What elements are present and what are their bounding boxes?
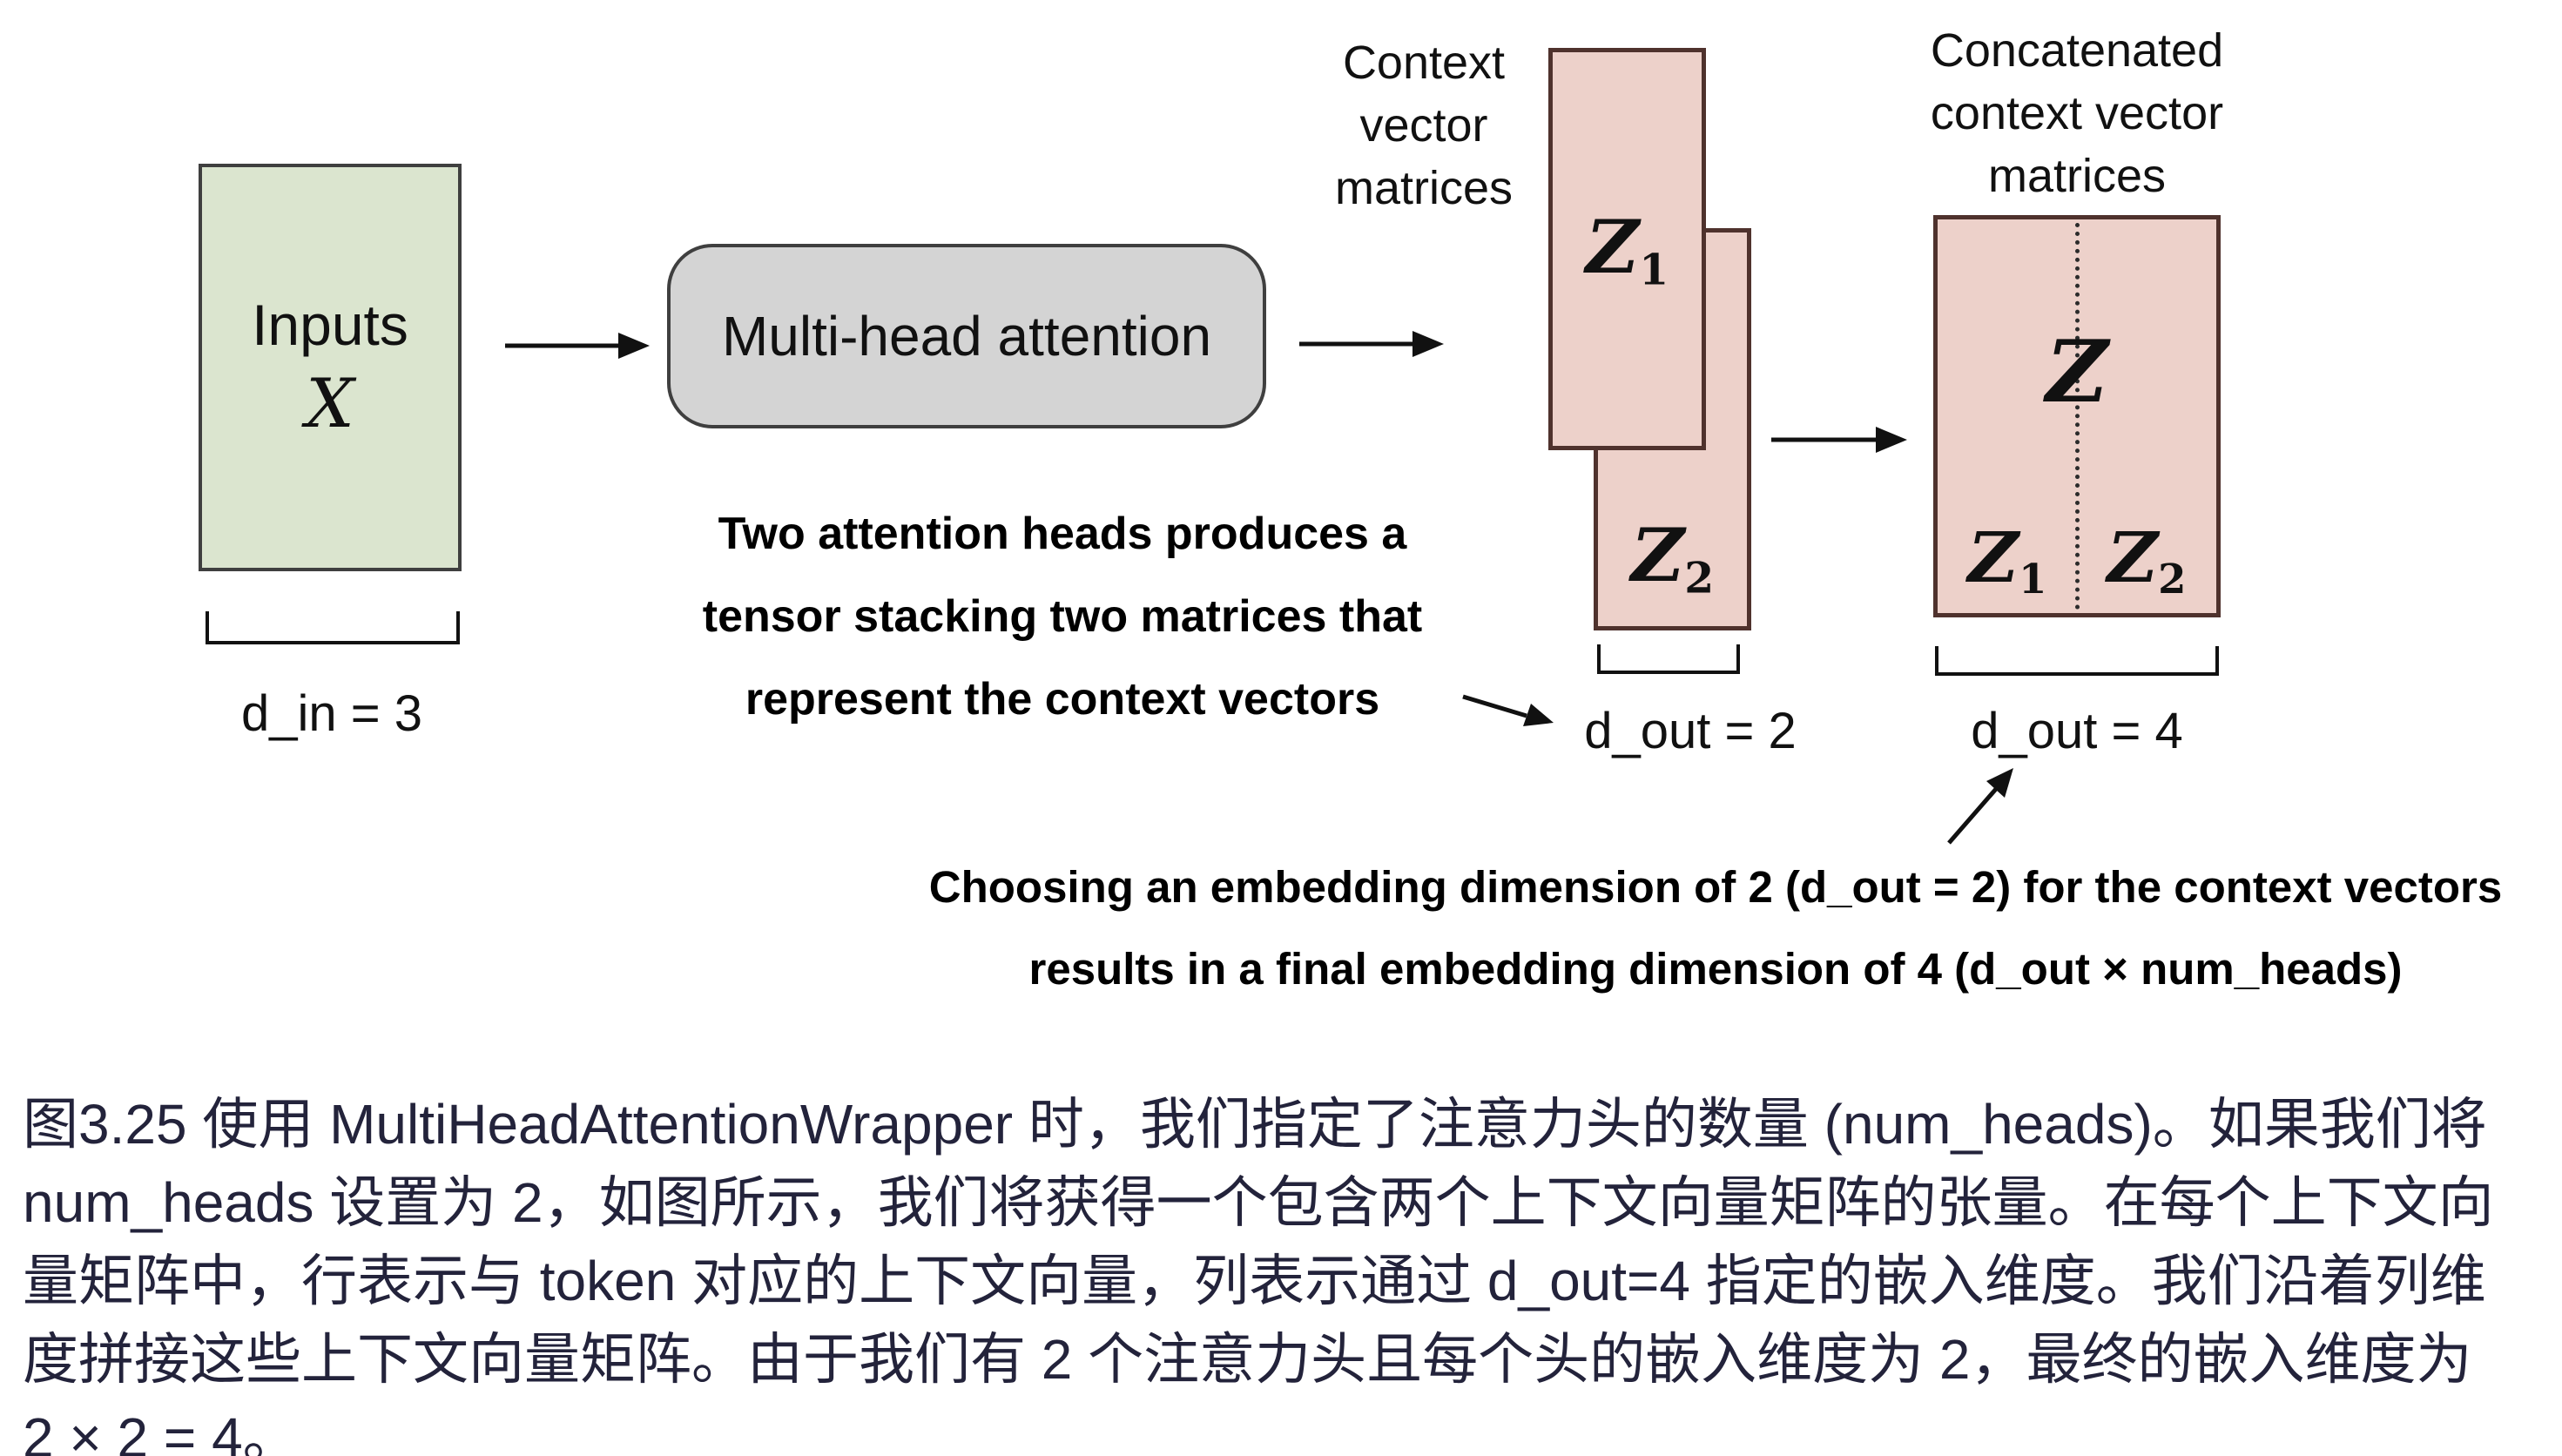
concat-z-label: Z	[2046, 322, 2108, 422]
d-out2-bracket	[1597, 644, 1740, 674]
heads-note: Two attention heads produces a tensor st…	[671, 493, 1454, 741]
caption-line: num_heads 设置为 2，如图所示，我们将获得一个包含两个上下文向量矩阵的…	[23, 1171, 2494, 1234]
caption-line: 2 × 2 = 4。	[23, 1406, 299, 1456]
dims-note-line: Choosing an embedding dimension of 2 (d_…	[928, 862, 2503, 912]
heads-note-line: tensor stacking two matrices that	[702, 591, 1423, 642]
concat-header-line: matrices	[1987, 150, 2167, 202]
d-out4-bracket	[1935, 646, 2219, 676]
context-header-line: vector	[1359, 99, 1488, 152]
concat-header-line: Concatenated	[1930, 24, 2224, 77]
figure-caption: 图3.25 使用 MultiHeadAttentionWrapper 时，我们指…	[23, 1085, 2552, 1456]
arrow-to-d-out2-label	[1462, 694, 1554, 726]
context-vector-matrices-header: Context vector matrices	[1298, 31, 1550, 219]
heads-note-line: represent the context vectors	[745, 674, 1380, 725]
arrow-input-to-attention	[505, 333, 650, 359]
d-in-bracket	[206, 611, 460, 644]
dims-note: Choosing an embedding dimension of 2 (d_…	[853, 846, 2562, 1010]
inputs-symbol-x: X	[306, 365, 354, 443]
concat-z1-label: Z1	[1967, 516, 2047, 603]
caption-line: 度拼接这些上下文向量矩阵。由于我们有 2 个注意力头且每个头的嵌入维度为 2，最…	[23, 1328, 2472, 1391]
arrow-to-d-out4-label	[1947, 768, 2013, 845]
context-header-line: matrices	[1334, 162, 1514, 214]
concatenated-matrix: Z Z1 Z2	[1933, 215, 2221, 617]
arrow-context-to-concat	[1771, 427, 1907, 453]
multi-head-attention-label: Multi-head attention	[721, 305, 1212, 367]
concatenated-matrices-header: Concatenated context vector matrices	[1898, 19, 2255, 207]
z2-label: Z2	[1630, 512, 1715, 603]
d-in-label: d_in = 3	[240, 685, 422, 742]
dotted-divider	[2075, 223, 2080, 610]
caption-line: 量矩阵中，行表示与 token 对应的上下文向量，列表示通过 d_out=4 指…	[23, 1250, 2486, 1312]
caption-line: 图3.25 使用 MultiHeadAttentionWrapper 时，我们指…	[23, 1093, 2487, 1156]
z1-label: Z1	[1585, 203, 1669, 295]
heads-note-line: Two attention heads produces a	[718, 509, 1407, 559]
inputs-label: Inputs	[252, 293, 408, 357]
multi-head-attention-box: Multi-head attention	[667, 244, 1266, 428]
context-header-line: Context	[1342, 37, 1506, 89]
inputs-box: Inputs X	[199, 164, 462, 571]
concat-z2-label: Z2	[2107, 516, 2187, 603]
d-out2-label: d_out = 2	[1584, 703, 1797, 759]
z1-matrix: Z1	[1548, 48, 1706, 450]
concat-header-line: context vector	[1930, 87, 2224, 139]
arrow-attention-to-context	[1299, 331, 1444, 357]
dims-note-line: results in a final embedding dimension o…	[1028, 944, 2403, 994]
d-out4-label: d_out = 4	[1971, 703, 2183, 759]
